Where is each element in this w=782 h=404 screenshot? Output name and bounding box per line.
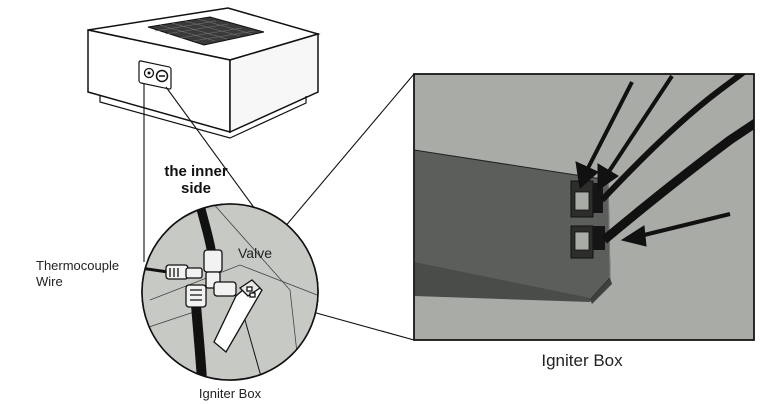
terminal-top (570, 180, 603, 218)
inner-side-inset (141, 203, 319, 381)
inner-side-label-line2: side (181, 180, 211, 197)
inner-side-label: the inner (164, 163, 228, 180)
valve-fittings (165, 249, 237, 308)
igniter-box-small-label: Igniter Box (199, 386, 262, 401)
control-panel (138, 60, 172, 90)
wire-upper (599, 74, 747, 203)
thermocouple-label: Thermocouple (36, 258, 119, 273)
fire-pit-illustration (87, 7, 321, 139)
arrow-icon (575, 74, 731, 247)
igniter-box-small (213, 279, 263, 353)
burner-grate (147, 16, 265, 46)
wire-lower (601, 118, 754, 244)
fire-pit-side-face (229, 32, 319, 134)
igniter-box-zoom (413, 73, 755, 341)
thermocouple-label-line2: Wire (36, 274, 63, 289)
igniter-box-caption: Igniter Box (541, 351, 623, 370)
terminal-bottom (570, 225, 605, 259)
valve-label: Valve (238, 245, 272, 261)
